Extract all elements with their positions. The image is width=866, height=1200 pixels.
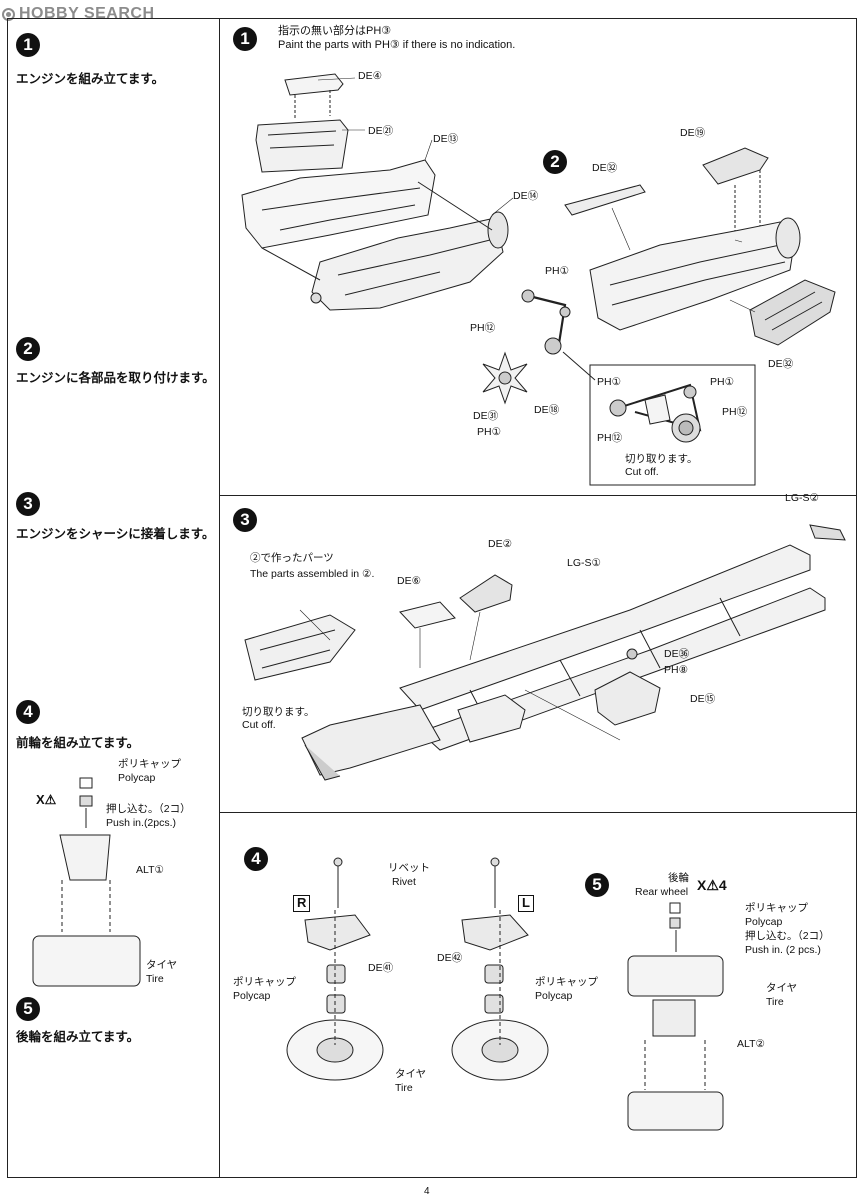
step-1-note-en: Paint the parts with PH③ if there is no … bbox=[278, 39, 516, 51]
rear-wheel-jp: 後輪 bbox=[668, 872, 689, 884]
section-divider-top bbox=[219, 495, 857, 496]
step-4-badge: 4 bbox=[244, 847, 268, 871]
label-lgs2: LG-S② bbox=[785, 492, 819, 504]
tire-jp: タイヤ bbox=[395, 1068, 427, 1080]
rear-caution-mark: X⚠4 bbox=[697, 877, 727, 893]
step-3-cut-jp: 切り取ります。 bbox=[242, 706, 315, 718]
label-lgs1: LG-S① bbox=[567, 557, 601, 569]
label-de14: DE⑭ bbox=[513, 190, 539, 202]
label-de21: DE㉑ bbox=[368, 125, 394, 137]
label-alt2: ALT② bbox=[737, 1038, 765, 1050]
rear-tire-jp: タイヤ bbox=[766, 982, 798, 994]
rear-polycap-en: Polycap bbox=[745, 916, 783, 928]
label-de31: DE㉛ bbox=[473, 410, 499, 422]
section-divider-bottom bbox=[219, 812, 857, 813]
sidebar-step-5-text: 後輪を組み立てます。 bbox=[16, 1029, 140, 1044]
step-3-parts-jp: ②で作ったパーツ bbox=[250, 552, 334, 564]
rear-wheel-en: Rear wheel bbox=[635, 886, 689, 898]
detail-ph1-right: PH① bbox=[710, 376, 734, 388]
sidebar-alt-label: ALT① bbox=[136, 864, 164, 876]
sidebar-push-jp: 押し込む。（2コ） bbox=[106, 803, 191, 815]
sidebar-caution-mark: X⚠ bbox=[36, 792, 57, 807]
label-de32-right: DE㉜ bbox=[768, 358, 794, 370]
sidebar-polycap-jp: ポリキャップ bbox=[118, 758, 181, 770]
polycap-left-en: Polycap bbox=[233, 990, 271, 1002]
label-de15: DE⑮ bbox=[690, 693, 716, 705]
detail-ph12-right: PH⑫ bbox=[722, 406, 748, 418]
detail-cut-jp: 切り取ります。 bbox=[625, 453, 698, 465]
label-de13: DE⑬ bbox=[433, 133, 459, 145]
label-de41: DE㊶ bbox=[368, 962, 394, 974]
page-number: 4 bbox=[424, 1186, 430, 1197]
detail-ph1-left: PH① bbox=[597, 376, 621, 388]
step-2-badge: 2 bbox=[543, 150, 567, 174]
polycap-right-jp: ポリキャップ bbox=[535, 976, 598, 988]
label-de32-top: DE㉜ bbox=[592, 162, 618, 174]
label-de2: DE② bbox=[488, 538, 512, 550]
label-de6: DE⑥ bbox=[397, 575, 421, 587]
sidebar-step-1-badge: 1 bbox=[16, 33, 40, 57]
step-5-badge: 5 bbox=[585, 873, 609, 897]
rivet-jp: リベット bbox=[388, 862, 430, 874]
detail-ph12-left: PH⑫ bbox=[597, 432, 623, 444]
rear-push-en: Push in. (2 pcs.) bbox=[745, 944, 821, 956]
label-de18: DE⑱ bbox=[534, 404, 560, 416]
logo-ring-icon bbox=[2, 7, 15, 21]
tire-en: Tire bbox=[395, 1082, 413, 1094]
sidebar-step-3-badge: 3 bbox=[16, 492, 40, 516]
column-divider bbox=[219, 18, 220, 1178]
sidebar-step-4-text: 前輪を組み立てます。 bbox=[16, 735, 140, 750]
step-1-badge: 1 bbox=[233, 27, 257, 51]
polycap-right-en: Polycap bbox=[535, 990, 573, 1002]
label-ph1-fan: PH① bbox=[477, 426, 501, 438]
label-de42: DE㊷ bbox=[437, 952, 463, 964]
sidebar-step-2-badge: 2 bbox=[16, 337, 40, 361]
sidebar-push-en: Push in.(2pcs.) bbox=[106, 817, 177, 829]
label-ph8: PH⑧ bbox=[664, 664, 688, 676]
detail-cut-en: Cut off. bbox=[625, 466, 659, 478]
rear-polycap-jp: ポリキャップ bbox=[745, 902, 808, 914]
hobby-search-logo: HOBBY SEARCH bbox=[2, 4, 155, 24]
step-3-parts-en: The parts assembled in ②. bbox=[250, 568, 375, 580]
sidebar-step-2-text: エンジンに各部品を取り付けます。 bbox=[16, 370, 215, 385]
step-3-cut-en: Cut off. bbox=[242, 719, 276, 731]
rear-tire-en: Tire bbox=[766, 996, 784, 1008]
polycap-left-jp: ポリキャップ bbox=[233, 976, 296, 988]
sidebar-tire-jp: タイヤ bbox=[146, 959, 178, 971]
label-de4: DE④ bbox=[358, 70, 382, 82]
instruction-frame bbox=[7, 18, 857, 1178]
side-l-badge: L bbox=[518, 895, 534, 912]
sidebar-step-4-badge: 4 bbox=[16, 700, 40, 724]
sidebar-tire-en: Tire bbox=[146, 973, 164, 985]
step-1-note-jp: 指示の無い部分はPH③ bbox=[278, 25, 392, 37]
sidebar-step-3-text: エンジンをシャーシに接着します。 bbox=[16, 526, 215, 541]
step-3-badge: 3 bbox=[233, 508, 257, 532]
sidebar-step-1-text: エンジンを組み立てます。 bbox=[16, 71, 165, 86]
label-ph1: PH① bbox=[545, 265, 569, 277]
sidebar-step-5-badge: 5 bbox=[16, 997, 40, 1021]
label-ph12: PH⑫ bbox=[470, 322, 496, 334]
label-de19: DE⑲ bbox=[680, 127, 706, 139]
rear-push-jp: 押し込む。（2コ） bbox=[745, 930, 830, 942]
sidebar-polycap-en: Polycap bbox=[118, 772, 156, 784]
label-de36: DE㊱ bbox=[664, 648, 690, 660]
side-r-badge: R bbox=[293, 895, 311, 912]
logo-text: HOBBY SEARCH bbox=[19, 5, 155, 22]
rivet-en: Rivet bbox=[392, 876, 416, 888]
